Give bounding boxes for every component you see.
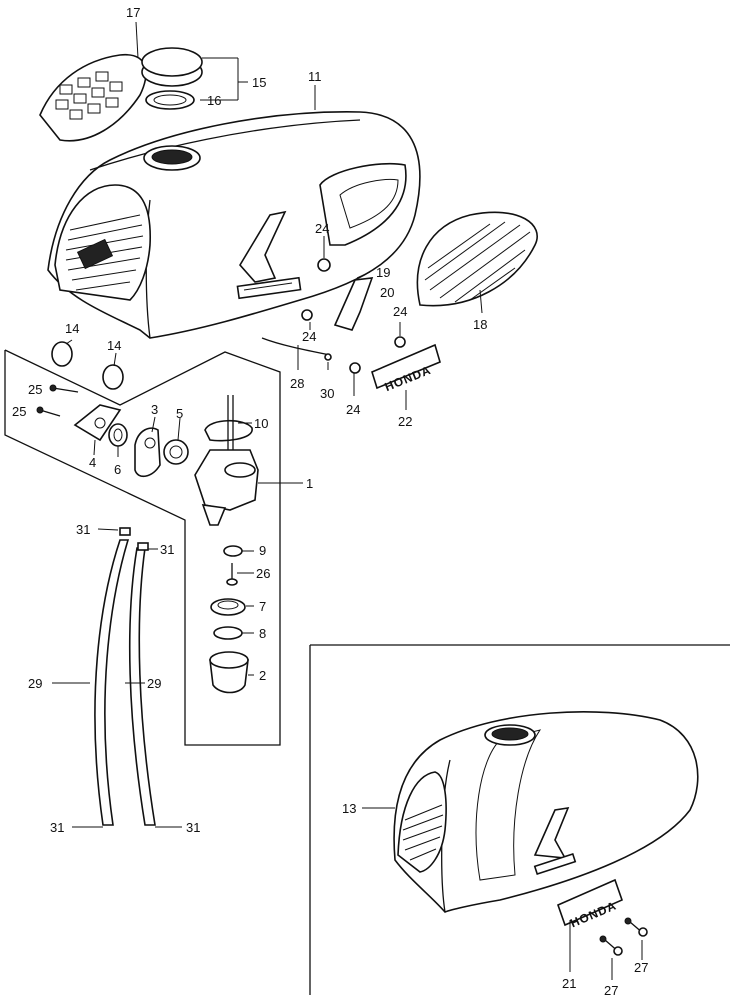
fuel-tank-upper — [47, 111, 421, 339]
callout-24-a: 24 — [315, 221, 329, 236]
callout-10: 10 — [254, 416, 268, 431]
callout-4: 4 — [89, 455, 96, 470]
callout-14-b: 14 — [107, 338, 121, 353]
callout-29-a: 29 — [28, 676, 42, 691]
callout-14-a: 14 — [65, 321, 79, 336]
bracket-19-20 — [333, 277, 374, 331]
callout-5: 5 — [176, 406, 183, 421]
callout-24-d: 24 — [346, 402, 360, 417]
leader-lines — [52, 21, 643, 980]
callout-labels: 17 15 16 11 24 19 20 24 18 24 14 14 25 2… — [12, 5, 648, 998]
fuel-cock-assembly — [36, 384, 259, 694]
callout-31-c: 31 — [50, 820, 64, 835]
callout-6: 6 — [114, 462, 121, 477]
callout-27-a: 27 — [604, 983, 618, 998]
callout-9: 9 — [259, 543, 266, 558]
callout-15: 15 — [252, 75, 266, 90]
callout-20: 20 — [380, 285, 394, 300]
callout-29-b: 29 — [147, 676, 161, 691]
callout-19: 19 — [376, 265, 390, 280]
callout-25-b: 25 — [12, 404, 26, 419]
callout-28: 28 — [290, 376, 304, 391]
nut-24-group — [301, 258, 406, 374]
callout-11: 11 — [308, 69, 322, 84]
callout-8: 8 — [259, 626, 266, 641]
callout-31-a: 31 — [76, 522, 90, 537]
emblem-honda-upper: HONDA — [371, 343, 441, 394]
callout-27-b: 27 — [634, 960, 648, 975]
callout-30: 30 — [320, 386, 334, 401]
knee-grip-pad — [416, 211, 538, 307]
callout-24-c: 24 — [393, 304, 407, 319]
breather-tube — [261, 337, 331, 356]
filler-cap-assembly — [39, 47, 203, 142]
fuel-tank-lower — [393, 711, 699, 913]
fuel-lines — [94, 527, 156, 826]
cushion-14-group — [51, 341, 124, 390]
callout-2: 2 — [259, 668, 266, 683]
fuel-cock-frame — [4, 349, 281, 746]
emblem-honda-lower: HONDA — [557, 878, 623, 930]
callout-21: 21 — [562, 976, 576, 991]
callout-22: 22 — [398, 414, 412, 429]
callout-3: 3 — [151, 402, 158, 417]
callout-18: 18 — [473, 317, 487, 332]
callout-25-a: 25 — [28, 382, 42, 397]
callout-16: 16 — [207, 93, 221, 108]
callout-7: 7 — [259, 599, 266, 614]
callout-31-b: 31 — [160, 542, 174, 557]
callout-24-b: 24 — [302, 329, 316, 344]
callout-13: 13 — [342, 801, 356, 816]
callout-17: 17 — [126, 5, 140, 20]
screw-27-group — [599, 917, 648, 956]
lower-tank-frame — [309, 644, 730, 995]
callout-26: 26 — [256, 566, 270, 581]
callout-1: 1 — [306, 476, 313, 491]
callout-31-d: 31 — [186, 820, 200, 835]
